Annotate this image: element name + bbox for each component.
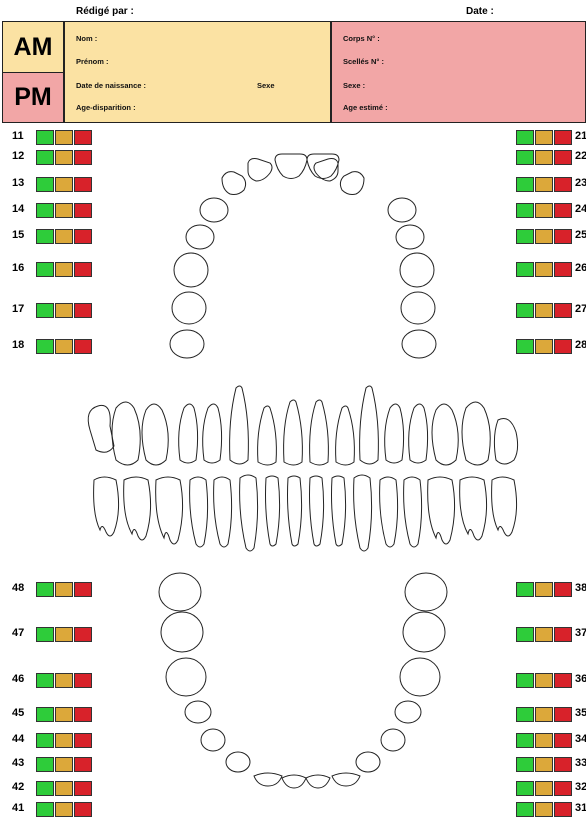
tooth-34-occlusal[interactable] [381, 729, 405, 751]
tooth-18-lateral[interactable] [88, 405, 114, 452]
tooth-46-occlusal[interactable] [166, 658, 206, 696]
tooth-12-occlusal[interactable] [248, 159, 272, 182]
tooth-23-lateral[interactable] [360, 386, 379, 464]
tooth-38-lateral[interactable] [492, 477, 517, 536]
tooth-45-occlusal[interactable] [185, 701, 211, 723]
tooth-11-occlusal[interactable] [275, 154, 307, 179]
tooth-16-lateral[interactable] [142, 404, 168, 465]
tooth-44-occlusal[interactable] [201, 729, 225, 751]
tooth-17-occlusal[interactable] [172, 292, 206, 324]
tooth-15-lateral[interactable] [179, 404, 198, 463]
lower-teeth-lateral [94, 475, 517, 551]
tooth-17-lateral[interactable] [112, 402, 140, 465]
tooth-35-lateral[interactable] [404, 477, 422, 547]
tooth-31-occlusal[interactable] [306, 775, 330, 788]
tooth-15-occlusal[interactable] [186, 225, 214, 249]
tooth-41-occlusal[interactable] [282, 775, 306, 788]
lower-arch-occlusal [159, 573, 447, 788]
tooth-47-lateral[interactable] [124, 477, 151, 540]
tooth-32-occlusal[interactable] [332, 773, 360, 786]
tooth-21-occlusal[interactable] [307, 154, 339, 179]
tooth-16-occlusal[interactable] [174, 253, 208, 287]
tooth-37-lateral[interactable] [460, 477, 487, 540]
tooth-31-lateral[interactable] [310, 476, 324, 546]
upper-arch-occlusal [170, 154, 436, 358]
tooth-18-occlusal[interactable] [170, 330, 204, 358]
tooth-48-occlusal[interactable] [159, 573, 201, 611]
tooth-33-occlusal[interactable] [356, 752, 380, 772]
tooth-42-lateral[interactable] [266, 476, 280, 546]
tooth-34-lateral[interactable] [380, 477, 398, 547]
tooth-38-occlusal[interactable] [405, 573, 447, 611]
tooth-45-lateral[interactable] [190, 477, 208, 547]
tooth-24-occlusal[interactable] [388, 198, 416, 222]
tooth-41-lateral[interactable] [288, 476, 302, 546]
tooth-14-lateral[interactable] [203, 404, 222, 463]
tooth-48-lateral[interactable] [94, 477, 119, 536]
tooth-36-lateral[interactable] [428, 477, 455, 544]
tooth-22-lateral[interactable] [336, 406, 355, 465]
tooth-35-occlusal[interactable] [395, 701, 421, 723]
upper-teeth-lateral [88, 386, 517, 465]
tooth-24-lateral[interactable] [385, 404, 404, 463]
tooth-36-occlusal[interactable] [400, 658, 440, 696]
tooth-43-occlusal[interactable] [226, 752, 250, 772]
tooth-28-occlusal[interactable] [402, 330, 436, 358]
tooth-14-occlusal[interactable] [200, 198, 228, 222]
tooth-25-lateral[interactable] [409, 404, 428, 463]
tooth-27-lateral[interactable] [462, 402, 490, 465]
tooth-13-occlusal[interactable] [222, 172, 246, 195]
tooth-21-lateral[interactable] [310, 400, 329, 465]
tooth-43-lateral[interactable] [240, 475, 258, 551]
tooth-13-lateral[interactable] [230, 386, 249, 464]
tooth-44-lateral[interactable] [214, 477, 232, 547]
tooth-25-occlusal[interactable] [396, 225, 424, 249]
tooth-26-occlusal[interactable] [400, 253, 434, 287]
tooth-23-occlusal[interactable] [340, 172, 364, 195]
tooth-32-lateral[interactable] [332, 476, 346, 546]
tooth-33-lateral[interactable] [354, 475, 372, 551]
tooth-42-occlusal[interactable] [254, 773, 282, 786]
tooth-28-lateral[interactable] [494, 419, 517, 465]
tooth-27-occlusal[interactable] [401, 292, 435, 324]
tooth-26-lateral[interactable] [432, 404, 458, 465]
tooth-37-occlusal[interactable] [403, 612, 445, 652]
tooth-47-occlusal[interactable] [161, 612, 203, 652]
tooth-46-lateral[interactable] [156, 477, 183, 544]
tooth-11-lateral[interactable] [284, 400, 303, 465]
tooth-12-lateral[interactable] [258, 406, 277, 465]
